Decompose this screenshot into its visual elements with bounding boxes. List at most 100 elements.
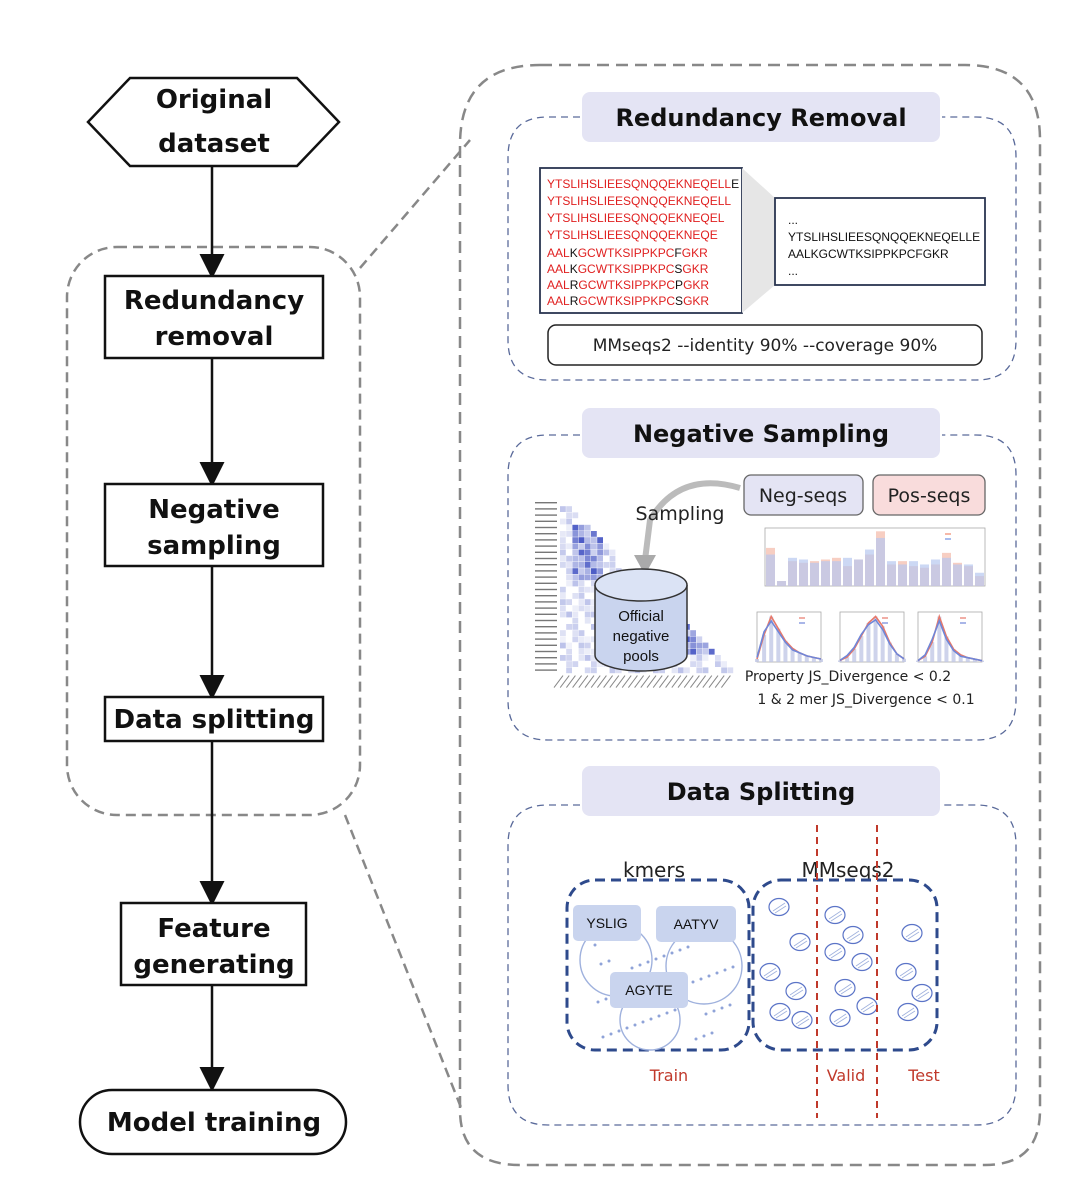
histogram-bar (931, 559, 940, 586)
heatmap-cell (597, 562, 603, 568)
heatmap-cell (690, 648, 696, 655)
heatmap-col-label (634, 675, 644, 688)
heatmap-col-label (714, 675, 725, 688)
heatmap-cell (572, 562, 579, 568)
histogram-bar (975, 572, 984, 586)
heatmap-cell (591, 531, 597, 537)
heatmap-col-label (597, 675, 607, 688)
heatmap-cell (566, 655, 572, 661)
kmer-point (720, 1006, 724, 1010)
charge-density (916, 611, 984, 663)
mmseqs-cluster-hatch (773, 1007, 787, 1017)
density-bar (951, 649, 956, 662)
raw-seq-row: YTSLIHSLIEESQNQQEKNEQE (547, 228, 718, 242)
density-bar (819, 658, 823, 662)
kmer-point (678, 948, 682, 952)
heatmap-cell (560, 562, 566, 568)
kmer-point (633, 1023, 637, 1027)
histogram-bar (898, 564, 907, 586)
raw-seq-row: YTSLIHSLIEESQNQQEKNEQELL (547, 194, 731, 208)
heatmap-cell (591, 655, 597, 661)
heatmap-cell (591, 667, 597, 674)
heatmap-cell (566, 543, 572, 550)
density-bar (972, 659, 977, 662)
histogram-bar (953, 564, 962, 586)
mmseqs-cluster-hatch (828, 910, 842, 920)
mmseqs-cluster (901, 923, 923, 943)
heatmap-cell (566, 661, 572, 667)
kmer-box (610, 972, 688, 1008)
mmseqs-cluster (824, 905, 846, 925)
mmseqs-cluster-hatch (793, 937, 807, 947)
mmseqs-cluster-hatch (915, 988, 929, 998)
heatmap-cell (560, 655, 566, 661)
kmer-point (593, 943, 597, 947)
histogram-bar (799, 559, 808, 586)
heatmap-cell (584, 586, 591, 593)
mmseqs-cluster (851, 952, 873, 972)
heatmap-cell (591, 568, 597, 574)
heatmap-col-label (652, 675, 663, 688)
heatmap-row-label (535, 650, 557, 653)
flow-model-training: Model training (78, 1088, 348, 1156)
histogram-bar (843, 557, 852, 586)
heatmap-cell (560, 630, 566, 636)
heatmap-cell (584, 549, 591, 556)
heatmap-cell (721, 667, 727, 674)
mmseqs-cluster-hatch (828, 947, 842, 957)
kmer-point (599, 962, 603, 966)
density-bar (916, 660, 920, 662)
density-bar (902, 658, 906, 662)
heatmap-cell (690, 642, 696, 649)
heatmap-cell (578, 524, 585, 531)
heatmap-cell (578, 537, 585, 543)
heatmap-col-label (590, 675, 601, 688)
sampling-arrow (642, 480, 741, 561)
heatmap-col-label (683, 675, 694, 688)
heatmap-col-label (702, 675, 713, 688)
heatmap-cell (690, 655, 696, 661)
heatmap-cell (584, 574, 591, 581)
heatmap-cell (572, 543, 579, 550)
histogram-bar (876, 537, 885, 586)
histogram-bar (788, 557, 797, 586)
heatmap-cell (566, 512, 572, 519)
heatmap-row-label (535, 576, 557, 578)
heatmap-cell (584, 555, 591, 562)
raw-seq-row: AALRGCWTKSIPPKPCSGKR (547, 294, 709, 308)
heatmap-cell (721, 661, 727, 667)
heatmap-row-label (535, 582, 557, 584)
heatmap-row-label (535, 632, 557, 634)
mmseqs-cluster-hatch (835, 1016, 848, 1025)
heatmap-col-label (572, 675, 582, 688)
heatmap-cell (566, 611, 572, 618)
heatmap-cell (591, 586, 597, 593)
heatmap-cell (597, 537, 603, 543)
mmseqs-cluster (768, 897, 790, 917)
pos-seqs-box (872, 474, 986, 516)
heatmap-cell (566, 648, 572, 655)
density-bar (887, 642, 892, 662)
density-bar (894, 653, 899, 662)
heatmap-cell (566, 599, 572, 605)
heatmap-col-label (640, 675, 651, 688)
heatmap-cell (566, 524, 572, 531)
heatmap-cell (572, 549, 579, 556)
density-bar (937, 616, 942, 662)
mmseqs-cluster-hatch (905, 928, 919, 938)
negative-title: Negative Sampling (633, 420, 889, 448)
heatmap-cell (578, 605, 585, 612)
heatmap-cell (696, 642, 703, 649)
kmer-point (699, 977, 703, 981)
heatmap-cell (572, 630, 579, 636)
heatmap-cell (591, 549, 597, 556)
heatmap-row-label (535, 588, 557, 591)
heatmap-cell (572, 636, 579, 643)
flow-data-splitting: Data splitting (103, 695, 325, 743)
dedup-seq-row: ... (788, 264, 798, 278)
